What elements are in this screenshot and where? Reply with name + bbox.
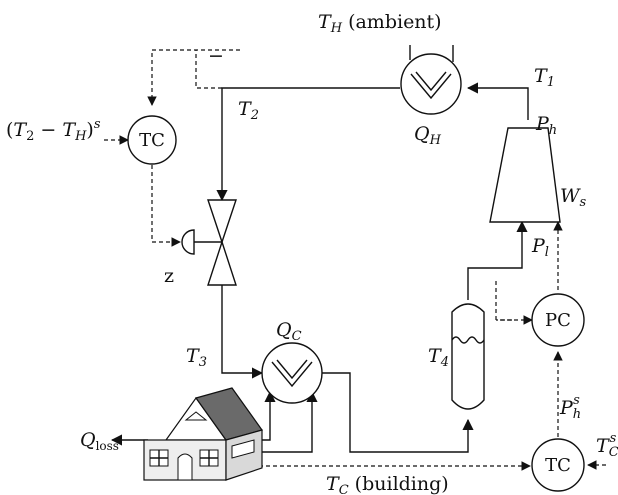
controller-pc[interactable]: PC: [531, 293, 585, 347]
line-t4: [322, 372, 474, 453]
label-ph: Ph: [535, 113, 557, 138]
line-t1: [466, 82, 529, 120]
label-tc-building: TC (building): [326, 473, 449, 495]
building-loop-in: [238, 390, 318, 453]
label-t1: T1: [534, 65, 555, 90]
condenser-qh: [400, 53, 462, 115]
controller-tc-top[interactable]: TC: [127, 115, 177, 165]
label-pl: Pl: [531, 235, 549, 260]
label-z: z: [164, 265, 174, 287]
signal-to-tc-top: [147, 49, 240, 106]
label-t3: T3: [186, 345, 207, 370]
signal-tc-to-valve: [151, 165, 181, 247]
label-t2: T2: [238, 98, 259, 123]
tc-bottom-label: TC: [545, 455, 571, 476]
label-th-ambient: TH (ambient): [318, 11, 442, 36]
compressor: [489, 127, 561, 223]
label-phs: Phs: [559, 393, 581, 422]
line-t3: [221, 285, 264, 379]
label-qc: QC: [276, 319, 302, 344]
label-qh: QH: [414, 123, 442, 148]
separator-tank: [451, 303, 485, 410]
line-pl: [467, 220, 528, 300]
label-t4: T4: [428, 345, 449, 370]
label-tcs: TCs: [596, 431, 618, 460]
minus-sign: −: [208, 45, 224, 67]
expansion-valve: [181, 199, 237, 286]
building: [143, 387, 263, 481]
pc-label: PC: [545, 310, 571, 331]
evaporator-qc: [261, 342, 323, 404]
label-q-loss: Qloss: [80, 429, 119, 453]
tc-top-label: TC: [139, 130, 165, 151]
label-t2-th-setpoint: (T2 − TH)s: [6, 117, 101, 144]
controller-tc-bottom[interactable]: TC: [531, 438, 585, 492]
signal-t2-sensor: [195, 50, 222, 89]
label-ws: Ws: [560, 185, 587, 210]
